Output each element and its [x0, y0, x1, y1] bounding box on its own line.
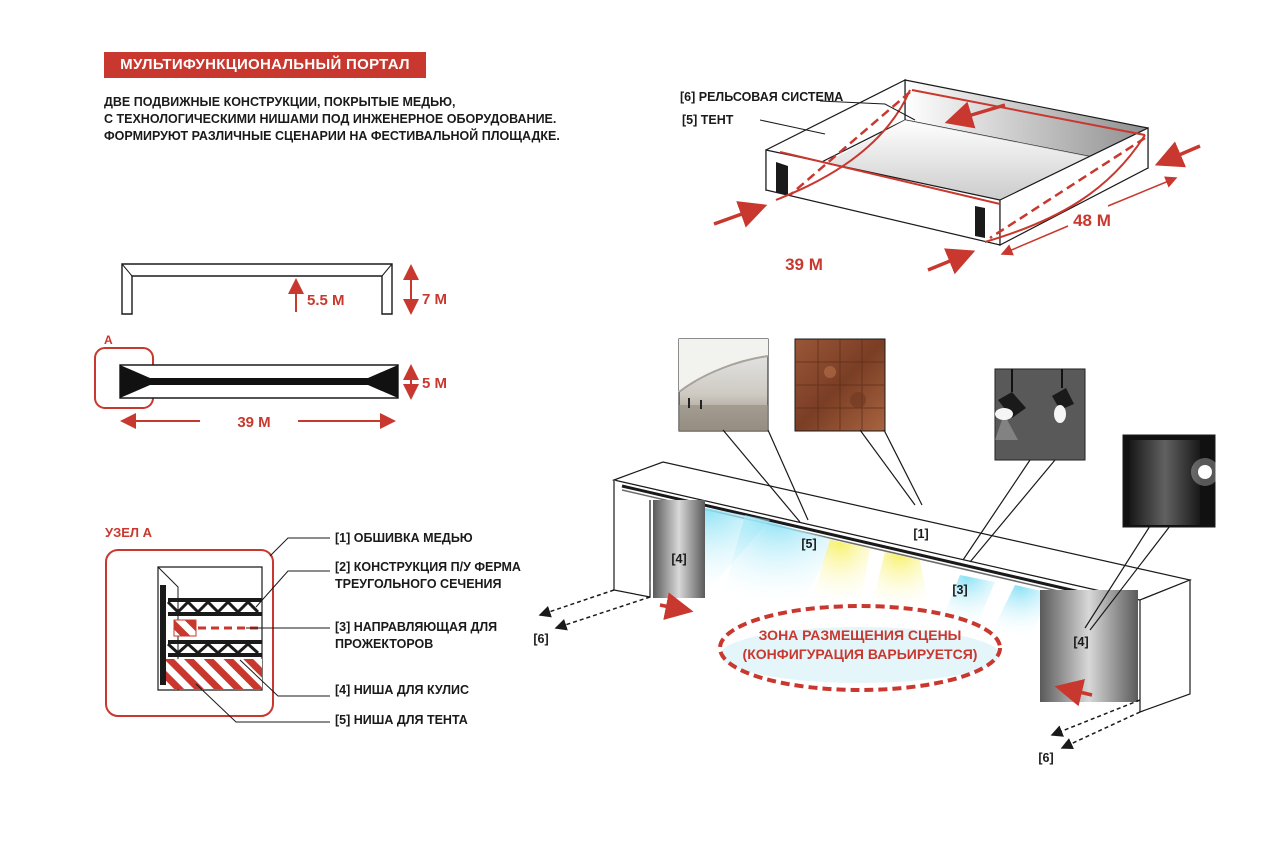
node-a-detail: УЗЕЛ А [1] ОБШИВКА МЕДЬЮ [2] КОНСТРУКЦИЯ…: [105, 525, 521, 727]
photo-spotlights: [994, 368, 1086, 461]
rail-system-label: [6] РЕЛЬСОВАЯ СИСТЕМА: [680, 90, 843, 104]
curtain-right: [1040, 590, 1138, 702]
callout-4-right: [4]: [1073, 635, 1088, 649]
tent-label: [5] ТЕНТ: [682, 113, 734, 127]
stage-zone-outline: [718, 604, 1002, 692]
stage-zone-subtitle: (КОНФИГУРАЦИЯ ВАРЬИРУЕТСЯ): [743, 646, 978, 662]
legend-item-3: [3] НАПРАВЛЯЮЩАЯ ДЛЯ: [335, 620, 497, 634]
intro-line: С ТЕХНОЛОГИЧЕСКИМИ НИШАМИ ПОД ИНЖЕНЕРНОЕ…: [104, 112, 557, 126]
page-title: МУЛЬТИФУНКЦИОНАЛЬНЫЙ ПОРТАЛ: [104, 52, 426, 78]
photo-copper-cladding: [794, 338, 886, 432]
truss-upper: [166, 598, 262, 616]
truss-lower: [166, 640, 262, 657]
perspective-portal: [4] [4] [6] [6] [5] [1] [3] ЗОНА РАЗМЕЩЕ…: [533, 429, 1193, 765]
legend-item-5: [5] НИША ДЛЯ ТЕНТА: [335, 713, 468, 727]
plan-depth-label: 5 М: [422, 375, 447, 392]
photo-curtain: [1122, 434, 1219, 528]
axonometric-view: 48 М 39 М [6] РЕЛЬСОВАЯ СИСТЕМА [5] ТЕНТ: [680, 79, 1201, 275]
inner-height-label: 5.5 М: [307, 292, 345, 309]
callout-6-left: [6]: [533, 632, 548, 646]
axo-length-label: 48 М: [1073, 211, 1111, 230]
callout-5: [5]: [801, 537, 816, 551]
callout-6-right: [6]: [1038, 751, 1053, 765]
legend-item-3-cont: ПРОЖЕКТОРОВ: [335, 637, 433, 651]
intro-line: ФОРМИРУЮТ РАЗЛИЧНЫЕ СЦЕНАРИИ НА ФЕСТИВАЛ…: [104, 129, 560, 143]
legend-item-1: [1] ОБШИВКА МЕДЬЮ: [335, 531, 473, 545]
elevation-section: 5.5 М 7 М: [121, 263, 447, 315]
legend-item-2-cont: ТРЕУГОЛЬНОГО СЕЧЕНИЯ: [335, 577, 502, 591]
curtain-left: [653, 500, 705, 598]
plan-view: А 5 М 39 М: [94, 333, 447, 431]
node-marker: А: [104, 333, 113, 347]
callout-4-left: [4]: [671, 552, 686, 566]
outer-height-label: 7 М: [422, 291, 447, 308]
stage-zone-title: ЗОНА РАЗМЕЩЕНИЯ СЦЕНЫ: [759, 627, 962, 643]
callout-3: [3]: [952, 583, 967, 597]
intro-line: ДВЕ ПОДВИЖНЫЕ КОНСТРУКЦИИ, ПОКРЫТЫЕ МЕДЬ…: [104, 95, 456, 109]
node-title: УЗЕЛ А: [105, 525, 153, 540]
plan-width-label: 39 М: [237, 414, 270, 431]
callout-1: [1]: [913, 527, 928, 541]
legend-item-4: [4] НИША ДЛЯ КУЛИС: [335, 683, 469, 697]
reference-photos: [678, 338, 1219, 528]
legend-item-2: [2] КОНСТРУКЦИЯ П/У ФЕРМА: [335, 560, 521, 574]
axo-width-label: 39 М: [785, 255, 823, 274]
photo-courtyard: [678, 338, 769, 432]
intro-text: ДВЕ ПОДВИЖНЫЕ КОНСТРУКЦИИ, ПОКРЫТЫЕ МЕДЬ…: [104, 94, 560, 145]
